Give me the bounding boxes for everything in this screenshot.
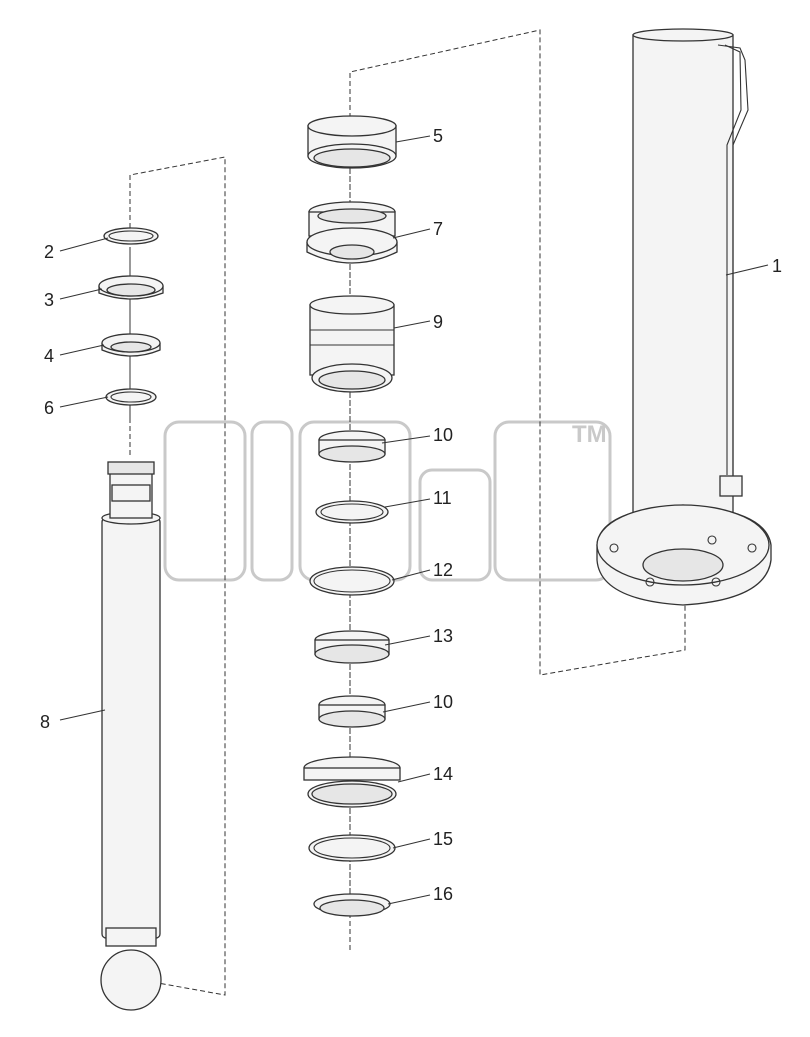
part-5-gland bbox=[307, 115, 397, 169]
watermark-logo: TM bbox=[163, 420, 612, 582]
callout-12: 12 bbox=[433, 560, 453, 580]
part-9-cylinder-head bbox=[309, 295, 395, 393]
watermark-tm: TM bbox=[572, 421, 607, 448]
callout-labels: 1 2 3 4 5 6 7 8 9 10 11 12 13 10 14 15 1… bbox=[40, 126, 782, 904]
callout-3: 3 bbox=[44, 290, 54, 310]
callout-6: 6 bbox=[44, 398, 54, 418]
callout-13: 13 bbox=[433, 626, 453, 646]
callout-8: 8 bbox=[40, 712, 50, 732]
part-14-guide bbox=[303, 756, 401, 808]
assembly-dashed-lines bbox=[129, 29, 686, 996]
part-1-housing bbox=[596, 28, 772, 606]
part-12-ring bbox=[309, 566, 395, 596]
part-3-seal bbox=[98, 275, 164, 300]
callout-4: 4 bbox=[44, 346, 54, 366]
callout-2: 2 bbox=[44, 242, 54, 262]
part-7-seal-holder bbox=[306, 201, 398, 264]
part-4-bushing bbox=[101, 333, 161, 357]
part-10-ring-upper bbox=[318, 430, 386, 463]
callout-9: 9 bbox=[433, 312, 443, 332]
callout-10-upper: 10 bbox=[433, 425, 453, 445]
part-13-bushing bbox=[314, 630, 390, 664]
callout-1: 1 bbox=[772, 256, 782, 276]
callout-15: 15 bbox=[433, 829, 453, 849]
part-2-ring bbox=[103, 227, 159, 245]
callout-7: 7 bbox=[433, 219, 443, 239]
callout-10-lower: 10 bbox=[433, 692, 453, 712]
part-8-piston-rod bbox=[100, 461, 162, 1011]
callout-5: 5 bbox=[433, 126, 443, 146]
callout-16: 16 bbox=[433, 884, 453, 904]
part-16-ring bbox=[313, 893, 391, 917]
callout-14: 14 bbox=[433, 764, 453, 784]
part-11-ring bbox=[315, 500, 389, 524]
part-15-ring bbox=[308, 834, 396, 862]
part-6-oring bbox=[105, 388, 157, 406]
callout-11: 11 bbox=[433, 488, 452, 508]
part-10-ring-lower bbox=[318, 695, 386, 728]
leader-lines bbox=[59, 135, 769, 905]
